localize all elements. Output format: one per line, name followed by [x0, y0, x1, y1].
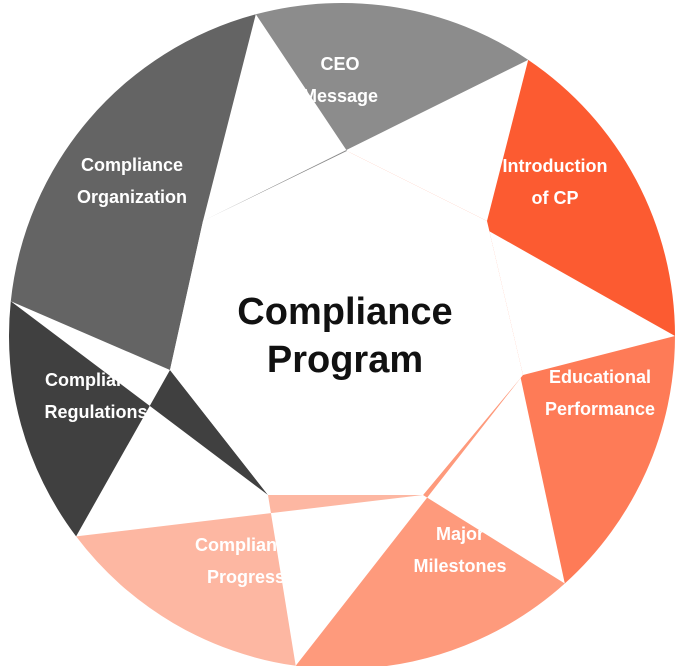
segment-label-educational-performance: Educational Performance	[544, 367, 656, 419]
segment-label-ceo-message: CEO Message	[301, 54, 379, 106]
segment-label-compliance-progress: Compliance Progress	[194, 535, 298, 587]
center-title: Compliance Program	[237, 288, 452, 384]
segment-compliance-regulations	[8, 301, 268, 537]
segment-label-compliance-regulations: Compliance Regulations	[44, 370, 148, 422]
segment-educational-performance	[487, 221, 675, 584]
segment-major-milestones	[295, 375, 565, 670]
segment-label-introduction-of-cp: Introduction of CP	[502, 156, 608, 208]
segment-label-compliance-organization: Compliance Organization	[76, 155, 188, 207]
segment-label-major-milestones: Major Milestones	[413, 524, 507, 576]
center-title-line2: Program	[266, 339, 424, 381]
segment-introduction-of-cp	[347, 59, 675, 337]
center-hub	[170, 151, 523, 495]
segment-compliance-organization	[10, 14, 256, 371]
segment-compliance-progress	[76, 495, 423, 666]
segment-ceo-message	[203, 2, 529, 222]
center-title-line1: Compliance	[237, 291, 453, 333]
